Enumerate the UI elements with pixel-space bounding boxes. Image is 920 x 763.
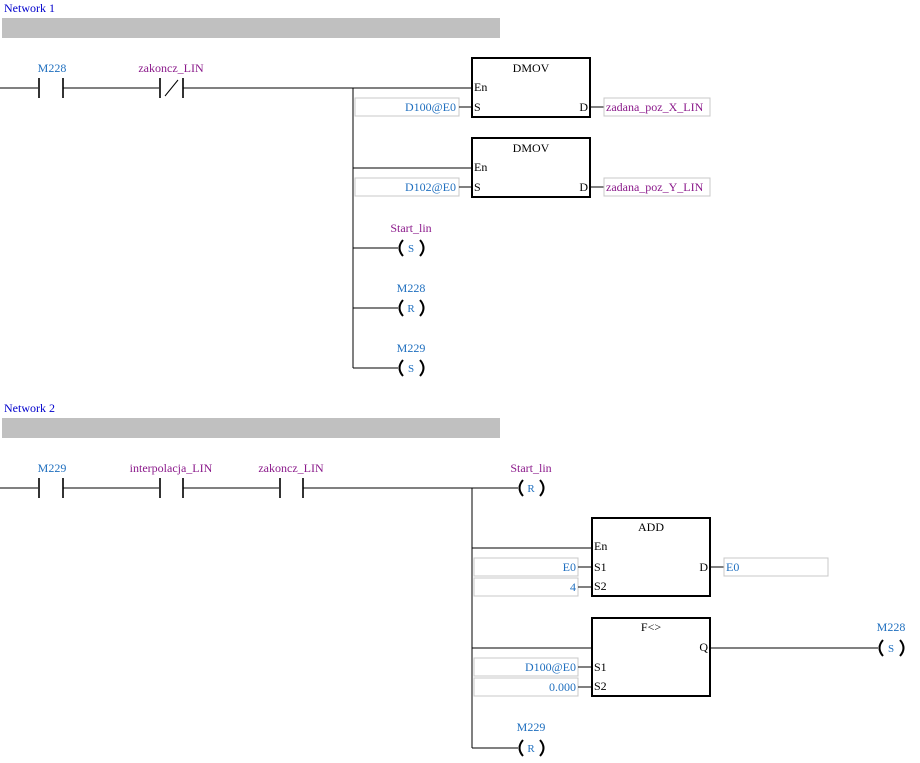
coil-m229-set[interactable]: M229 S xyxy=(397,341,426,377)
operand-value: E0 xyxy=(726,560,739,574)
pin-en: En xyxy=(594,539,607,553)
coil-type: R xyxy=(527,483,535,495)
coil-left-arc xyxy=(518,479,524,497)
contact-label: M228 xyxy=(38,61,67,75)
pin-d: D xyxy=(579,100,588,114)
network-1: Network 1 M228 zakoncz_LIN DMOV En S D D xyxy=(0,1,711,377)
pin-en: En xyxy=(474,160,487,174)
network-2-comment-bar[interactable] xyxy=(2,418,500,438)
function-box xyxy=(471,57,591,118)
pin-s: S xyxy=(474,180,481,194)
network-1-comment-bar[interactable] xyxy=(2,18,500,38)
contact-m228[interactable]: M228 xyxy=(38,61,67,98)
pin-s: S xyxy=(474,100,481,114)
block-title: DMOV xyxy=(513,61,550,75)
pin-d: D xyxy=(699,560,708,574)
coil-label: M228 xyxy=(877,620,906,634)
operand-value: E0 xyxy=(563,560,576,574)
operand-value: zadana_poz_X_LIN xyxy=(606,100,704,114)
function-box xyxy=(591,617,711,697)
coil-type: R xyxy=(527,743,535,755)
contact-zakoncz-lin-nc[interactable]: zakoncz_LIN xyxy=(138,61,204,98)
coil-start-lin-set[interactable]: Start_lin S xyxy=(390,221,432,257)
coil-label: M229 xyxy=(397,341,426,355)
coil-type: S xyxy=(888,643,894,655)
float-not-equal-block[interactable]: F<> S1 S2 Q xyxy=(591,617,711,697)
add-block[interactable]: ADD En S1 S2 D xyxy=(591,517,711,597)
function-box xyxy=(591,517,711,597)
coil-m229-reset[interactable]: M229 R xyxy=(517,720,546,757)
pin-en: En xyxy=(474,80,487,94)
pin-d: D xyxy=(579,180,588,194)
coil-m228-reset[interactable]: M228 R xyxy=(397,281,426,317)
coil-right-arc xyxy=(419,359,425,377)
operand-value: D102@E0 xyxy=(405,180,456,194)
operand-value: D100@E0 xyxy=(525,660,576,674)
pin-s1: S1 xyxy=(594,660,607,674)
contact-nc-slash xyxy=(164,79,179,97)
coil-right-arc xyxy=(419,239,425,257)
coil-right-arc xyxy=(539,739,545,757)
contact-label: zakoncz_LIN xyxy=(258,461,324,475)
pin-s2: S2 xyxy=(594,579,607,593)
block-title: F<> xyxy=(641,620,661,634)
coil-left-arc xyxy=(878,639,884,657)
network-2-title[interactable]: Network 2 xyxy=(4,401,55,415)
coil-type: S xyxy=(408,243,414,255)
pin-s1: S1 xyxy=(594,560,607,574)
coil-left-arc xyxy=(518,739,524,757)
operand-value: 4 xyxy=(570,580,576,594)
coil-label: Start_lin xyxy=(390,221,431,235)
coil-right-arc xyxy=(539,479,545,497)
contact-label: zakoncz_LIN xyxy=(138,61,204,75)
network-1-title[interactable]: Network 1 xyxy=(4,1,55,15)
pin-q: Q xyxy=(699,640,708,654)
operand-value: 0.000 xyxy=(549,680,576,694)
operand-value: zadana_poz_Y_LIN xyxy=(606,180,704,194)
contact-m229[interactable]: M229 xyxy=(38,461,67,498)
contact-interpolacja-lin[interactable]: interpolacja_LIN xyxy=(130,461,213,498)
coil-type: R xyxy=(407,303,415,315)
dmov-block-1[interactable]: DMOV En S D xyxy=(471,57,591,118)
contact-label: interpolacja_LIN xyxy=(130,461,213,475)
network-2: Network 2 M229 interpolacja_LIN zakoncz_… xyxy=(0,401,906,757)
contact-zakoncz-lin[interactable]: zakoncz_LIN xyxy=(258,461,324,498)
coil-type: S xyxy=(408,363,414,375)
contact-label: M229 xyxy=(38,461,67,475)
coil-label: Start_lin xyxy=(510,461,551,475)
block-title: DMOV xyxy=(513,141,550,155)
coil-left-arc xyxy=(398,359,404,377)
coil-right-arc xyxy=(899,639,905,657)
coil-start-lin-reset[interactable]: Start_lin R xyxy=(510,461,552,497)
function-box xyxy=(471,137,591,198)
operand-field[interactable] xyxy=(723,557,829,577)
coil-left-arc xyxy=(398,299,404,317)
operand-field[interactable] xyxy=(473,577,579,597)
operand-value: D100@E0 xyxy=(405,100,456,114)
block-title: ADD xyxy=(638,520,664,534)
coil-label: M229 xyxy=(517,720,546,734)
coil-m228-set[interactable]: M228 S xyxy=(877,620,906,657)
coil-right-arc xyxy=(419,299,425,317)
coil-left-arc xyxy=(398,239,404,257)
coil-label: M228 xyxy=(397,281,426,295)
operand-field[interactable] xyxy=(603,97,711,117)
pin-s2: S2 xyxy=(594,679,607,693)
operand-field[interactable] xyxy=(603,177,711,197)
dmov-block-2[interactable]: DMOV En S D xyxy=(471,137,591,198)
